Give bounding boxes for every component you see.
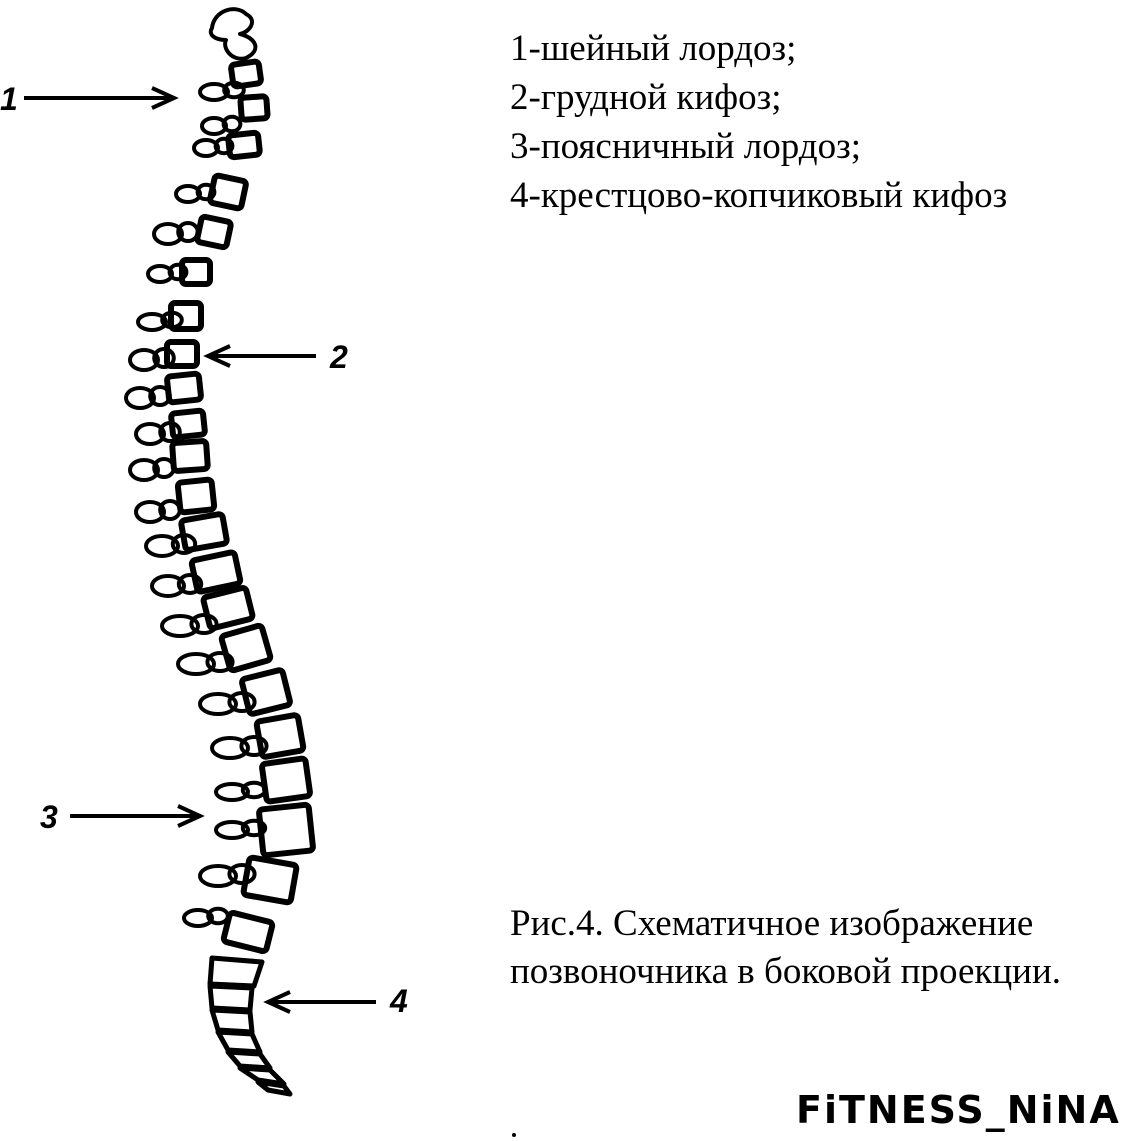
vertebral-process [158,499,182,521]
vertebral-process [152,347,176,369]
vertebral-process [214,820,250,840]
vertebral-process [160,614,200,638]
vertebral-body [218,622,274,674]
legend-item-3: 3-поясничный лордоз; [510,126,861,167]
marker-1: 1 [0,81,18,117]
vertebral-body [240,854,300,906]
vertebral-process [198,864,238,888]
sacrum [207,955,293,1097]
sacral-segment [209,1007,255,1035]
marker-3: 3 [40,799,58,835]
sacral-segment [207,983,255,1013]
atlas-vertebra [208,7,258,61]
legend-item-4: 4-крестцово-копчиковый кифоз [510,175,1008,216]
vertebral-process [160,310,184,330]
legend-item-2: 2-грудной кифоз; [510,77,782,118]
watermark-logo: FiTNESS_NiNA [796,1088,1121,1132]
vertebral-body [178,511,230,553]
caption-line-2: позвоночника в боковой проекции. [510,951,1061,992]
vertebral-body [225,129,263,161]
marker-4: 4 [389,983,408,1019]
vertebral-process [239,735,269,757]
vertebral-body [179,257,213,287]
vertebrae-group [124,7,316,955]
vertebral-body [188,549,244,595]
vertebral-process [128,458,160,482]
vertebral-process [176,652,216,676]
sacral-segment [255,1079,293,1097]
vertebral-process [205,651,235,673]
vertebral-process [152,457,176,479]
arrow-2 [203,344,316,368]
vertebral-body [174,476,218,516]
vertebral-body [169,438,211,474]
vertebral-process [170,533,198,555]
vertebral-process [150,574,186,598]
vertebral-body [168,407,208,441]
vertebral-process [176,573,204,595]
arrow-4 [263,990,376,1014]
legend: 1-шейный лордоз; 2-грудной кифоз; 3-пояс… [510,24,1007,220]
vertebral-process [158,421,182,443]
vertebral-body [194,213,234,251]
vertebral-body [168,300,204,332]
vertebral-process [176,221,200,243]
vertebral-process [182,908,214,928]
vertebral-process [240,780,268,800]
vertebral-body [228,58,264,90]
vertebral-process [206,906,230,926]
legend-item-1: 1-шейный лордоз; [510,28,797,69]
vertebral-body [237,93,271,123]
vertebral-process [210,736,250,760]
vertebral-process [136,312,168,332]
sacral-segment [207,955,265,989]
vertebral-body [239,667,293,717]
vertebral-process [227,691,257,713]
arrow-3 [70,804,205,828]
vertebral-process [240,818,268,838]
vertebral-process [152,222,184,246]
marker-2: 2 [329,339,348,375]
vertebral-process [222,80,246,100]
vertebral-body [200,585,256,631]
caption-line-1: Рис.4. Схематичное изображение [510,903,1034,944]
vertebral-process [124,386,156,410]
vertebral-process [227,863,257,885]
vertebral-process [167,262,189,282]
vertebral-process [134,422,166,446]
vertebral-process [148,385,172,407]
arrow-1 [24,86,179,110]
vertebral-body [259,755,313,805]
sacral-segment [225,1049,273,1071]
figure-caption: Рис.4. Схематичное изображение позвоночн… [510,900,1061,996]
vertebral-process [213,136,235,156]
vertebral-process [128,348,160,372]
stray-dot [512,1133,516,1137]
sacral-segment [215,1029,263,1055]
vertebral-process [144,534,180,558]
vertebral-process [198,82,230,102]
vertebral-process [221,114,243,134]
vertebral-process [195,182,217,202]
vertebral-body [220,909,276,955]
vertebral-process [134,500,166,524]
vertebral-process [198,692,238,716]
vertebral-body [164,370,204,406]
vertebral-process [189,613,219,635]
vertebral-process [214,782,250,802]
vertebral-body [164,339,200,369]
